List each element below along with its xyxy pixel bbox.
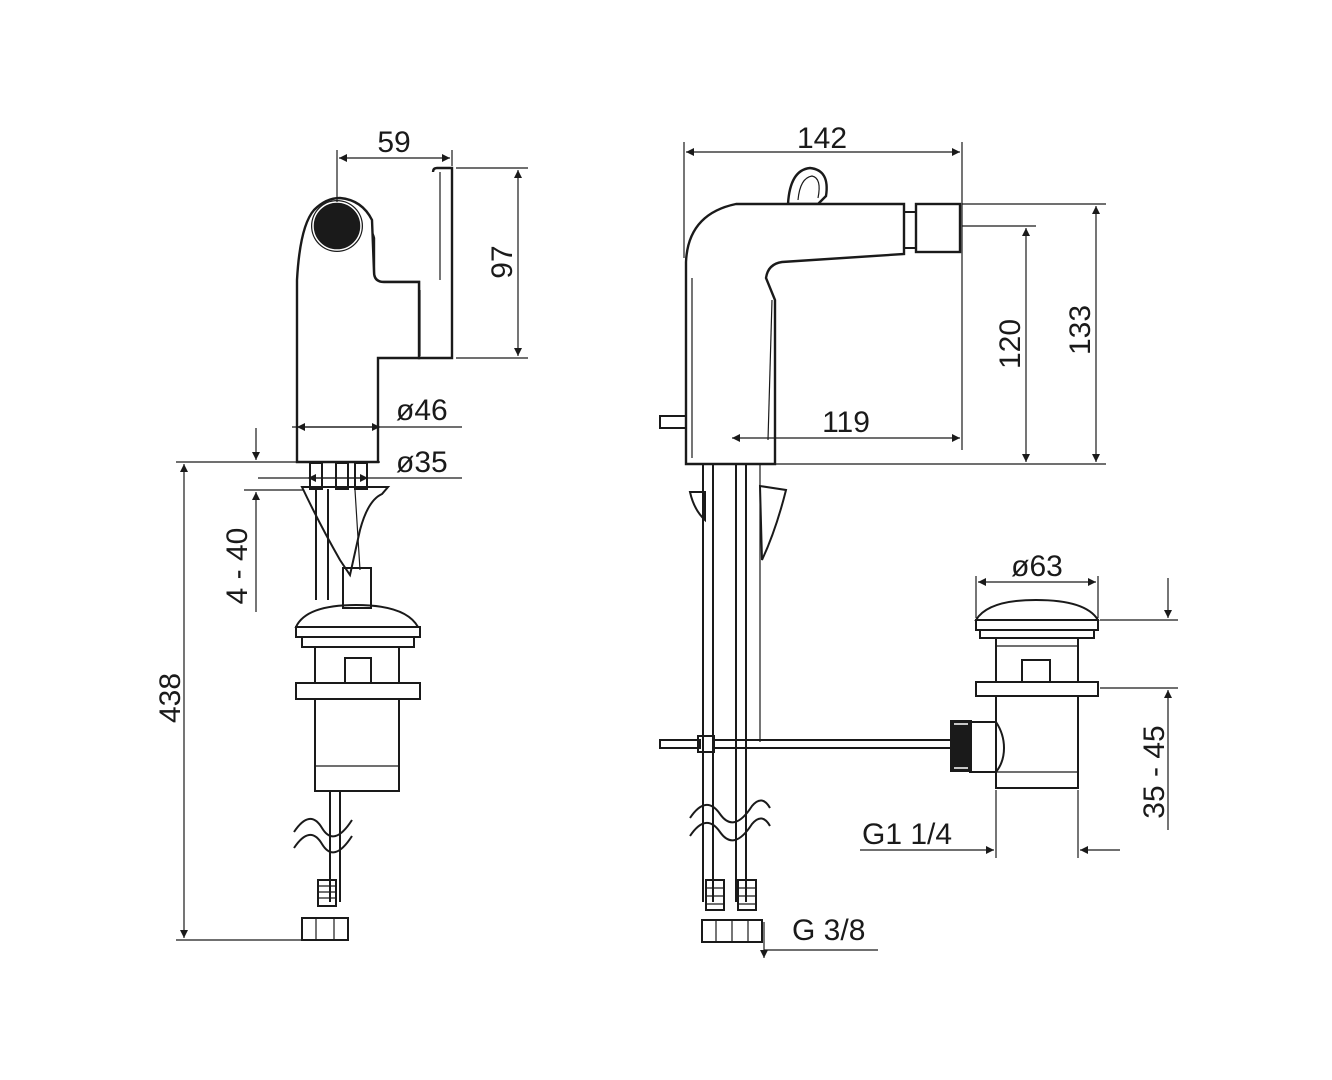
waste-detail: [950, 598, 1100, 789]
dim-35-45-label: 35 - 45: [1138, 725, 1171, 818]
dim-133-label: 133: [1064, 305, 1097, 355]
side-view: [293, 166, 454, 941]
connector-nut-icon: [950, 720, 972, 772]
dim-97-label: 97: [486, 245, 519, 278]
dim-59-label: 59: [377, 126, 410, 159]
dim-120-label: 120: [994, 319, 1027, 369]
dim-g114-label: G1 1/4: [862, 818, 952, 851]
dim-d63-label: ø63: [1011, 550, 1063, 583]
front-view-dimensions: 142 119 120 133 G 3/8: [683, 122, 1106, 958]
dim-d46-label: ø46: [396, 394, 448, 427]
dim-4-40-label: 4 - 40: [221, 528, 254, 605]
front-view: [659, 166, 962, 943]
dim-119-label: 119: [822, 406, 870, 439]
waste-dimensions: ø63 35 - 45 G1 1/4: [860, 550, 1178, 858]
lever-ball-icon: [311, 200, 363, 252]
dim-142-label: 142: [797, 122, 847, 155]
side-view-dimensions: 59 97 ø46 ø35 4 - 40 438: [154, 126, 528, 941]
dim-438-label: 438: [154, 673, 187, 723]
dim-d35-label: ø35: [396, 446, 448, 479]
dim-g38-label: G 3/8: [792, 914, 865, 947]
